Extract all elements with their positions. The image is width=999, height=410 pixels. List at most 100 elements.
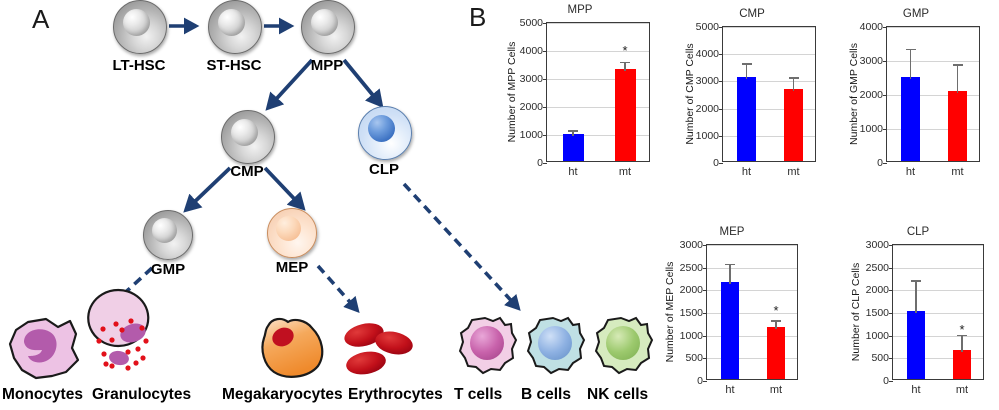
error-bar-cap: [771, 320, 781, 322]
y-tick-label: 0: [713, 157, 719, 169]
y-tick-mark: [889, 245, 893, 246]
t-cell-icon: [458, 316, 518, 375]
error-bar-cap: [741, 63, 752, 65]
y-tick-label: 5000: [519, 17, 543, 29]
gmp-nucleus-icon: [152, 218, 177, 243]
monocyte-icon: [8, 317, 80, 380]
gridline: [547, 51, 649, 52]
gridline: [707, 245, 797, 246]
x-tick-label-ht: ht: [905, 166, 916, 178]
bar-gmp-mt: [948, 91, 967, 161]
bar-cmp-ht: [737, 76, 756, 161]
error-bar-cap: [957, 334, 967, 337]
error-bar: [956, 64, 959, 94]
gridline: [707, 358, 797, 360]
gridline: [707, 313, 797, 314]
y-tick-label: 2500: [865, 261, 889, 274]
y-axis-label-mep: Number of MEP Cells: [664, 261, 676, 363]
bar-clp-mt: [953, 349, 971, 379]
gridline: [723, 27, 815, 28]
y-tick-mark: [889, 358, 893, 360]
error-bar: [792, 77, 795, 91]
y-tick-label: 1000: [679, 329, 703, 342]
error-bar: [909, 49, 912, 79]
y-tick-mark: [703, 381, 707, 382]
y-tick-mark: [883, 95, 887, 96]
node-label-lt-hsc: LT-HSC: [112, 57, 166, 74]
y-tick-mark: [889, 290, 893, 292]
node-label-mpp: MPP: [310, 57, 344, 74]
y-axis-label-mpp: Number of MPP Cells: [506, 41, 518, 143]
y-tick-mark: [543, 107, 547, 108]
gridline: [893, 245, 983, 246]
error-bar: [729, 263, 731, 284]
significance-marker: *: [773, 302, 779, 318]
y-tick-mark: [719, 135, 723, 137]
y-tick-label: 1000: [519, 129, 543, 141]
y-tick-mark: [883, 27, 887, 28]
terminal-label-granulocytes: Granulocytes: [92, 386, 192, 403]
gridline: [893, 267, 983, 269]
error-bar: [572, 130, 574, 136]
node-label-mep: MEP: [275, 259, 309, 276]
gridline: [707, 335, 797, 337]
y-tick-label: 4000: [859, 21, 883, 33]
y-tick-mark: [543, 163, 547, 164]
error-bar-cap: [788, 77, 799, 79]
error-bar-cap: [905, 49, 916, 51]
y-tick-label: 3000: [679, 239, 703, 251]
x-tick-label-mt: mt: [951, 166, 964, 178]
y-tick-label: 2500: [679, 261, 703, 274]
cmp-nucleus-icon: [231, 119, 258, 146]
gridline: [547, 23, 649, 24]
y-tick-mark: [889, 267, 893, 269]
mpp-nucleus-icon: [311, 9, 338, 36]
gridline: [723, 135, 815, 137]
y-tick-label: 3000: [695, 75, 719, 88]
megakaryocyte-icon: [261, 317, 324, 378]
error-bar-cap: [620, 61, 630, 64]
y-tick-mark: [703, 245, 707, 246]
y-tick-mark: [719, 108, 723, 110]
y-tick-mark: [703, 335, 707, 337]
error-bar: [961, 334, 963, 352]
granulocyte-icon: [87, 288, 150, 371]
node-label-clp: CLP: [369, 161, 399, 178]
y-tick-label: 1500: [865, 307, 889, 319]
gridline: [723, 81, 815, 83]
lymphoid-cell-icons: [458, 316, 654, 375]
gridline: [707, 290, 797, 292]
gridline: [887, 129, 979, 130]
y-tick-label: 3000: [865, 239, 889, 251]
y-axis-label-clp: Number of CLP Cells: [850, 262, 862, 362]
y-tick-mark: [543, 51, 547, 52]
y-tick-label: 5000: [695, 21, 719, 33]
y-tick-label: 500: [685, 352, 703, 365]
y-tick-label: 2000: [695, 102, 719, 115]
y-tick-mark: [719, 163, 723, 164]
y-axis-label-gmp: Number of GMP Cells: [848, 43, 860, 145]
error-bar: [915, 280, 917, 314]
mep-nucleus-icon: [276, 216, 301, 241]
y-tick-label: 4000: [519, 45, 543, 57]
gridline: [893, 313, 983, 314]
y-tick-label: 0: [697, 375, 703, 387]
y-tick-mark: [889, 381, 893, 382]
gridline: [723, 54, 815, 56]
x-tick-label-ht: ht: [568, 166, 578, 178]
terminal-label-nkcells: NK cells: [587, 386, 649, 403]
bar-clp-ht: [907, 311, 925, 379]
bar-mpp-ht: [562, 133, 584, 161]
terminal-label-tcells: T cells: [454, 386, 503, 403]
bar-cmp-mt: [784, 88, 803, 161]
clp-cell-icon: [358, 106, 412, 160]
terminal-label-monocytes: Monocytes: [2, 386, 83, 403]
error-bar-cap: [911, 280, 921, 282]
y-tick-label: 1000: [695, 129, 719, 142]
